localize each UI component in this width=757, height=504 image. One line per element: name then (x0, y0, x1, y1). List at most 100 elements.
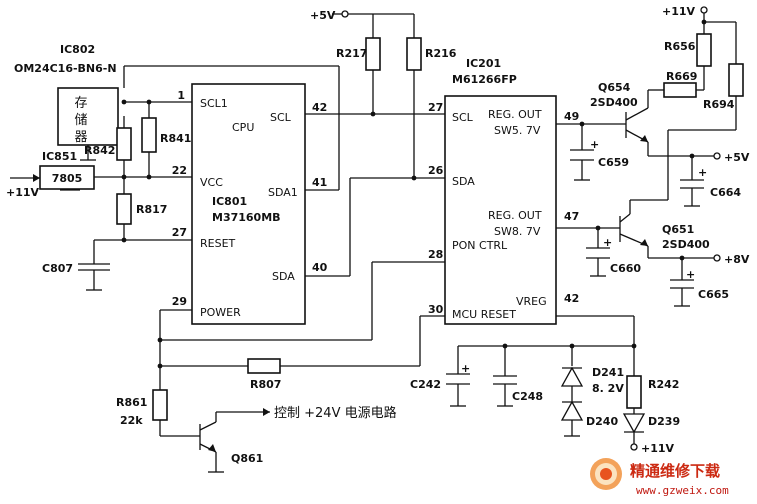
p5v-out-terminal (713, 152, 721, 160)
watermark-url: www.gzweix.com (636, 484, 729, 497)
ic201-pin30-num: 30 (428, 303, 444, 316)
ic201-pin28-name: PON CTRL (452, 239, 508, 252)
wires (10, 10, 737, 473)
r817-resistor (116, 193, 132, 225)
ic201-pin26-name: SDA (452, 175, 475, 188)
ic801-part: M37160MB (212, 211, 281, 224)
note-24v-power-control: 控制 +24V 电源电路 (274, 405, 397, 421)
r656-label: R656 (664, 40, 696, 53)
c665-label: C665 (698, 288, 729, 301)
ic201-pin47-sub: SW8. 7V (494, 225, 541, 238)
q861-ref: Q861 (231, 452, 263, 465)
q654-ref: Q654 (598, 81, 631, 94)
ic802-body-text-1: 存 (74, 96, 87, 111)
r216-label: R216 (425, 47, 457, 60)
c660-label: C660 (610, 262, 641, 275)
r861-value: 22k (120, 414, 143, 427)
r216-resistor (406, 37, 422, 71)
r217-label: R217 (336, 47, 367, 60)
ic851-part: 7805 (52, 172, 83, 185)
r669-resistor (663, 82, 697, 98)
r817-label: R817 (136, 203, 167, 216)
c807-label: C807 (42, 262, 73, 275)
c665-plus: + (686, 268, 695, 281)
r861-resistor (152, 389, 168, 421)
d239-label: D239 (648, 415, 680, 428)
r656-resistor (696, 33, 712, 67)
ic801-body (191, 83, 306, 325)
p11v-top-terminal (700, 6, 708, 14)
ic801-pin40-num: 40 (312, 261, 328, 274)
ic801-pin42-name: SCL (270, 111, 292, 124)
zener-diodes (560, 366, 584, 424)
p11v-bottom-label: +11V (641, 442, 675, 455)
r694-resistor (728, 63, 744, 97)
p11v-bottom-terminal (630, 443, 638, 451)
ic201-pin27-num: 27 (428, 101, 443, 114)
q651-part: 2SD400 (662, 238, 710, 251)
ic801-pin1-name: SCL1 (200, 97, 228, 110)
ic201-part: M61266FP (452, 73, 517, 86)
r669-label: R669 (666, 70, 697, 83)
capacitor-plates (446, 149, 704, 385)
ic801-ref: IC801 (212, 195, 247, 208)
ic851-input-label: +11V (6, 186, 40, 199)
ic802-body (57, 87, 119, 146)
p8v-out-label: +8V (724, 253, 750, 266)
r861-label: R861 (116, 396, 147, 409)
ic201-pin49-sub: SW5. 7V (494, 124, 541, 137)
d239-diode (622, 413, 646, 434)
c659-plus: + (590, 138, 599, 151)
r842-resistor (116, 127, 132, 161)
c664-plus: + (698, 166, 707, 179)
p11v-top-label: +11V (662, 5, 696, 18)
ic802-body-text-3: 器 (74, 130, 87, 145)
ic851-ref: IC851 (42, 150, 77, 163)
r694-label: R694 (703, 98, 735, 111)
ic801-pin42-num: 42 (312, 101, 327, 114)
watermark-logo (590, 458, 622, 490)
ic201-pin47-name: REG. OUT (488, 209, 542, 222)
ic201-pin27-name: SCL (452, 111, 474, 124)
ic801-cpu-label: CPU (232, 121, 254, 134)
ic851-body (39, 165, 95, 190)
junctions (121, 19, 707, 369)
arrow-icons (33, 135, 648, 452)
ic201-pin42-num: 42 (564, 292, 579, 305)
d240-label: D240 (586, 415, 618, 428)
p5v-top-label: +5V (310, 9, 336, 22)
d241-value: 8. 2V (592, 382, 624, 395)
c242-plus: + (461, 362, 470, 375)
r242-resistor (626, 375, 642, 409)
ic801-pin22-name: VCC (200, 176, 223, 189)
r841-resistor (141, 117, 157, 153)
p5v-out-label: +5V (724, 151, 750, 164)
d241-label: D241 (592, 366, 624, 379)
ic201-pin47-num: 47 (564, 210, 579, 223)
c660-plus: + (603, 236, 612, 249)
c242-label: C242 (410, 378, 441, 391)
q654-part: 2SD400 (590, 96, 638, 109)
r842-label: R842 (84, 144, 115, 157)
r841-label: R841 (160, 132, 191, 145)
p5v-top-terminal (341, 10, 349, 18)
ic201-body (444, 95, 557, 325)
ic201-pin26-num: 26 (428, 164, 444, 177)
ic201-pin30-name: MCU RESET (452, 308, 516, 321)
r217-resistor (365, 37, 381, 71)
ic801-pin27-num: 27 (172, 226, 187, 239)
ic201-pin49-num: 49 (564, 110, 579, 123)
watermark-title: 精通维修下载 (630, 462, 720, 480)
ic801-pin29-name: POWER (200, 306, 241, 319)
q651-ref: Q651 (662, 223, 694, 236)
ic201-pin42-name: VREG (516, 295, 547, 308)
r807-label: R807 (250, 378, 281, 391)
c664-label: C664 (710, 186, 741, 199)
ic801-pin1-num: 1 (177, 89, 185, 102)
c659-label: C659 (598, 156, 629, 169)
ic802-part: OM24C16-BN6-N (14, 62, 117, 75)
ic801-pin27-name: RESET (200, 237, 236, 250)
r242-label: R242 (648, 378, 679, 391)
ic801-pin41-num: 41 (312, 176, 327, 189)
